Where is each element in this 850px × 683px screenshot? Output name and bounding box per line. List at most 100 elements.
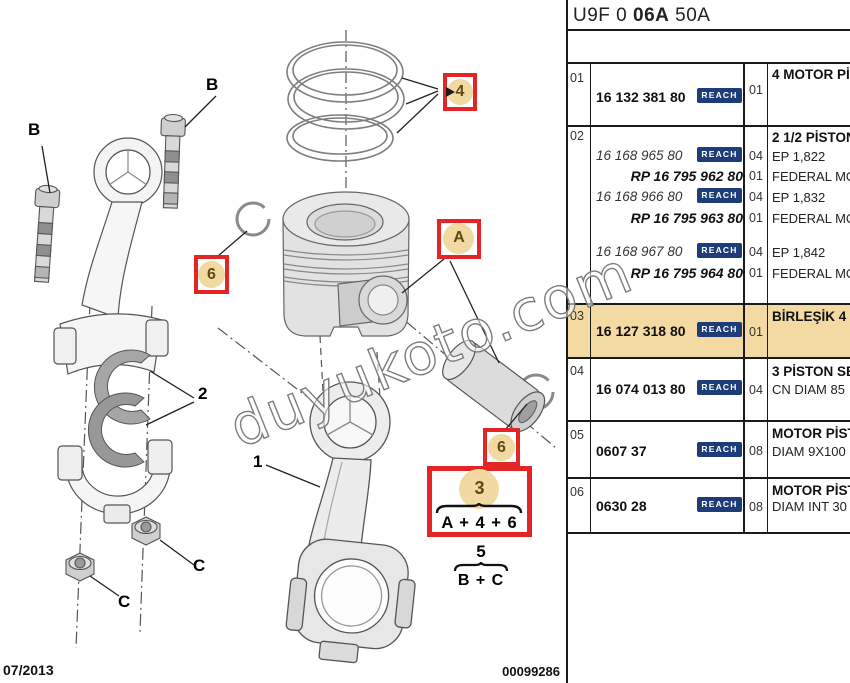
- group-5-formula: B + C: [457, 572, 505, 589]
- footer-date: 07/2013: [3, 662, 54, 678]
- row-2-desc-2a: EP 1,832: [772, 190, 826, 205]
- ghost-connecting-rod: [53, 137, 169, 375]
- callout-4: 4: [443, 73, 477, 111]
- bolt-left: [33, 184, 61, 283]
- row-2-rp-number-3[interactable]: RP 16 795 964 80: [630, 265, 743, 281]
- row-2-qty-2: 04: [749, 190, 763, 204]
- row-sep-5: [566, 477, 850, 479]
- connector-dash-2: [376, 351, 381, 399]
- reach-badge[interactable]: REACH: [697, 442, 742, 457]
- bearing-shells: [88, 349, 151, 468]
- row-6-qty: 08: [749, 500, 763, 514]
- callout-6-right: 6: [483, 428, 520, 466]
- label-2: 2: [198, 384, 208, 403]
- row-3-desc: BİRLEŞİK 4 S: [772, 309, 850, 324]
- row-1-part-number[interactable]: 16 132 381 80: [596, 89, 686, 105]
- bearing-cap: [57, 439, 173, 524]
- row-2-part-number-1[interactable]: 16 168 965 80: [596, 148, 683, 163]
- row-2-rp-number-1[interactable]: RP 16 795 962 80: [630, 168, 743, 184]
- reach-badge[interactable]: REACH: [697, 88, 742, 103]
- row-3-part-number[interactable]: 16 127 318 80: [596, 323, 686, 339]
- row-2-rp-qty-3: 01: [749, 266, 763, 280]
- label-b-left: B: [28, 120, 41, 139]
- piston-rings: [286, 41, 405, 162]
- row-2-ref: 02: [570, 129, 584, 143]
- row-5-qty: 08: [749, 444, 763, 458]
- label-c-left: C: [118, 592, 131, 611]
- footer-doc-number: 00099286: [502, 664, 560, 679]
- row-6-desc: MOTOR PİST: [772, 483, 850, 498]
- row-2-desc-1b: FEDERAL MO: [772, 169, 850, 184]
- header-underline: [566, 29, 850, 31]
- callout-6-left: 6: [194, 255, 229, 294]
- callout-a-disc: [443, 223, 474, 254]
- page-code-prefix: U9F 0: [573, 5, 634, 26]
- row-2-rp-qty-2: 01: [749, 211, 763, 225]
- row-2-desc-1a: EP 1,822: [772, 149, 826, 164]
- row-2-rp-number-2[interactable]: RP 16 795 963 80: [630, 210, 743, 226]
- centerline-left-1: [75, 301, 91, 649]
- callout-4-label: 4: [455, 83, 465, 100]
- reach-badge[interactable]: REACH: [697, 497, 742, 512]
- reach-badge[interactable]: REACH: [697, 322, 742, 337]
- bolt-right: [160, 113, 186, 209]
- connector-dash-1: [319, 335, 324, 393]
- row-2-part-number-3[interactable]: 16 168 967 80: [596, 244, 683, 259]
- row-1-qty: 01: [749, 83, 763, 97]
- exploded-diagram: [33, 30, 557, 664]
- row-2-part-number-2[interactable]: 16 168 966 80: [596, 189, 683, 204]
- row-4-desc-2: CN DIAM 85: [772, 382, 845, 397]
- row-sep-4: [566, 420, 850, 422]
- row-5-desc-2: DIAM 9X100: [772, 444, 846, 459]
- callout-3-label: 3: [474, 478, 485, 498]
- row-3-qty: 01: [749, 325, 763, 339]
- row-4-desc: 3 PİSTON SE: [772, 364, 850, 379]
- group-5-number: 5: [476, 542, 486, 561]
- row-2-desc-3b: FEDERAL MO: [772, 266, 850, 281]
- row-1-desc: 4 MOTOR PİS: [772, 67, 850, 82]
- callout-a: A: [437, 219, 481, 259]
- connecting-rod: [285, 381, 416, 664]
- row-6-ref: 06: [570, 485, 584, 499]
- arrowhead-icon: [446, 87, 455, 97]
- row-5-part-number[interactable]: 0607 37: [596, 443, 647, 459]
- row-3-ref: 03: [570, 309, 584, 323]
- row-2-desc-3a: EP 1,842: [772, 245, 826, 260]
- nut-right: [131, 516, 161, 546]
- row-sep-3: [566, 357, 850, 359]
- row-6-part-number[interactable]: 0630 28: [596, 498, 647, 514]
- reach-badge[interactable]: REACH: [697, 243, 742, 258]
- col-sep-part: [743, 63, 745, 532]
- brace-icon: [453, 562, 509, 572]
- reach-badge[interactable]: REACH: [697, 380, 742, 395]
- callout-a-label: A: [453, 229, 465, 246]
- piston: [282, 191, 410, 337]
- page-code-bold: 06A: [633, 5, 670, 26]
- label-c-right: C: [193, 556, 206, 575]
- callout-3-disc: [459, 469, 499, 509]
- label-b-right: B: [206, 75, 219, 94]
- centerline-diagonal: [217, 327, 307, 397]
- brace-icon: [435, 503, 523, 514]
- callout-6-right-disc: [488, 434, 515, 461]
- row-6-desc-2: DIAM INT 30 -: [772, 499, 850, 514]
- row-2-desc: 2 1/2 PİSTON: [772, 130, 850, 145]
- row-4-qty: 04: [749, 383, 763, 397]
- table-bottom-border: [566, 532, 850, 534]
- row-5-ref: 05: [570, 428, 584, 442]
- row-sep-2: [566, 303, 850, 305]
- table-top-border: [566, 62, 850, 64]
- row-4-part-number[interactable]: 16 074 013 80: [596, 381, 686, 397]
- reach-badge[interactable]: REACH: [697, 147, 742, 162]
- piston-pin: [442, 339, 546, 433]
- row-2-qty-1: 04: [749, 149, 763, 163]
- callout-6-right-label: 6: [497, 439, 506, 456]
- reach-badge[interactable]: REACH: [697, 188, 742, 203]
- row-sep-1: [566, 125, 850, 127]
- row-2-desc-2b: FEDERAL MO: [772, 211, 850, 226]
- row-2-rp-qty-1: 01: [749, 169, 763, 183]
- col-sep-qty: [767, 63, 768, 532]
- callout-6-left-label: 6: [207, 266, 216, 283]
- group-3-formula: A + 4 + 6: [441, 514, 518, 532]
